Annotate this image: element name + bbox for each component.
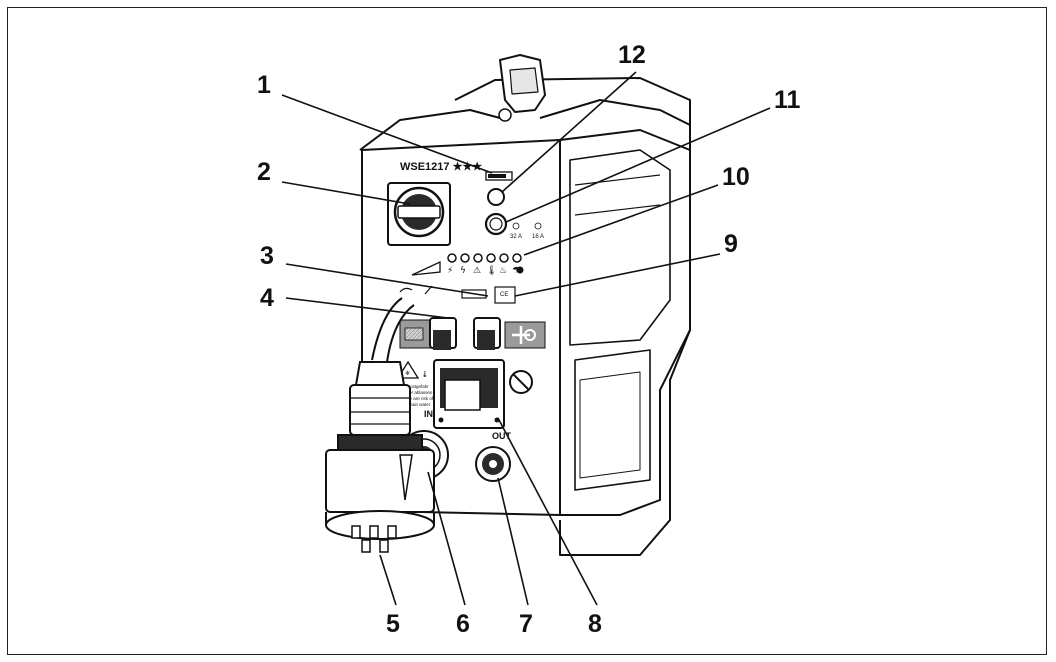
fuse-label-32a: 32 A — [510, 234, 522, 240]
svg-text:❄: ❄ — [405, 370, 410, 377]
svg-text:☂: ☂ — [512, 266, 520, 276]
callout-8: 8 — [588, 610, 602, 638]
ce-mark: CE — [500, 292, 508, 298]
callout-11: 11 — [774, 86, 801, 114]
no-water-symbol — [509, 370, 533, 394]
water-out-label: OUT — [492, 431, 512, 441]
svg-text:🌡: 🌡 — [421, 370, 429, 378]
callout-5: 5 — [386, 610, 400, 638]
callout-9: 9 — [724, 230, 738, 258]
callout-leaders — [281, 71, 771, 606]
callout-6: 6 — [456, 610, 470, 638]
callout-12: 12 — [618, 41, 646, 69]
svg-text:Bei Frostgefahr: Bei Frostgefahr — [398, 384, 429, 389]
ce-plate — [494, 286, 516, 304]
callout-4: 4 — [260, 284, 274, 312]
model-label: WSE1217 ★★★ — [400, 161, 482, 173]
socket-right[interactable] — [473, 317, 501, 350]
svg-text:⚠: ⚠ — [473, 266, 481, 276]
main-switch[interactable] — [387, 182, 451, 246]
fuse-label-16a: 16 A — [532, 234, 544, 240]
status-display — [485, 171, 513, 181]
svg-text:frost drain water: frost drain water — [398, 402, 431, 407]
cee-socket[interactable] — [433, 359, 505, 429]
svg-text:🌡: 🌡 — [486, 265, 497, 276]
svg-text:If there are risk of: If there are risk of — [398, 396, 434, 401]
water-out-port[interactable] — [475, 446, 511, 482]
callout-numbers: 1 2 3 4 5 6 7 8 9 10 11 12 — [257, 41, 801, 638]
svg-text:Wasser ablassen: Wasser ablassen — [398, 390, 433, 395]
callout-2: 2 — [257, 158, 271, 186]
callout-1: 1 — [257, 71, 271, 99]
callout-3: 3 — [260, 242, 274, 270]
svg-text:⚡: ⚡ — [447, 266, 453, 276]
reset-button[interactable] — [487, 188, 505, 206]
callout-7: 7 — [519, 610, 533, 638]
svg-text:♨: ♨ — [499, 266, 507, 276]
led-indicator-row — [447, 253, 522, 263]
fuse-button[interactable] — [484, 212, 508, 236]
cee-plug[interactable] — [325, 361, 435, 553]
svg-text:ϟ: ϟ — [460, 266, 466, 276]
socket-left[interactable] — [429, 317, 457, 350]
water-in-label: IN — [424, 409, 433, 419]
callout-10: 10 — [722, 163, 750, 191]
led-symbols: ⚡ ϟ ⚠ 🌡 ♨ ☂ — [447, 265, 520, 276]
power-cable — [371, 297, 415, 363]
